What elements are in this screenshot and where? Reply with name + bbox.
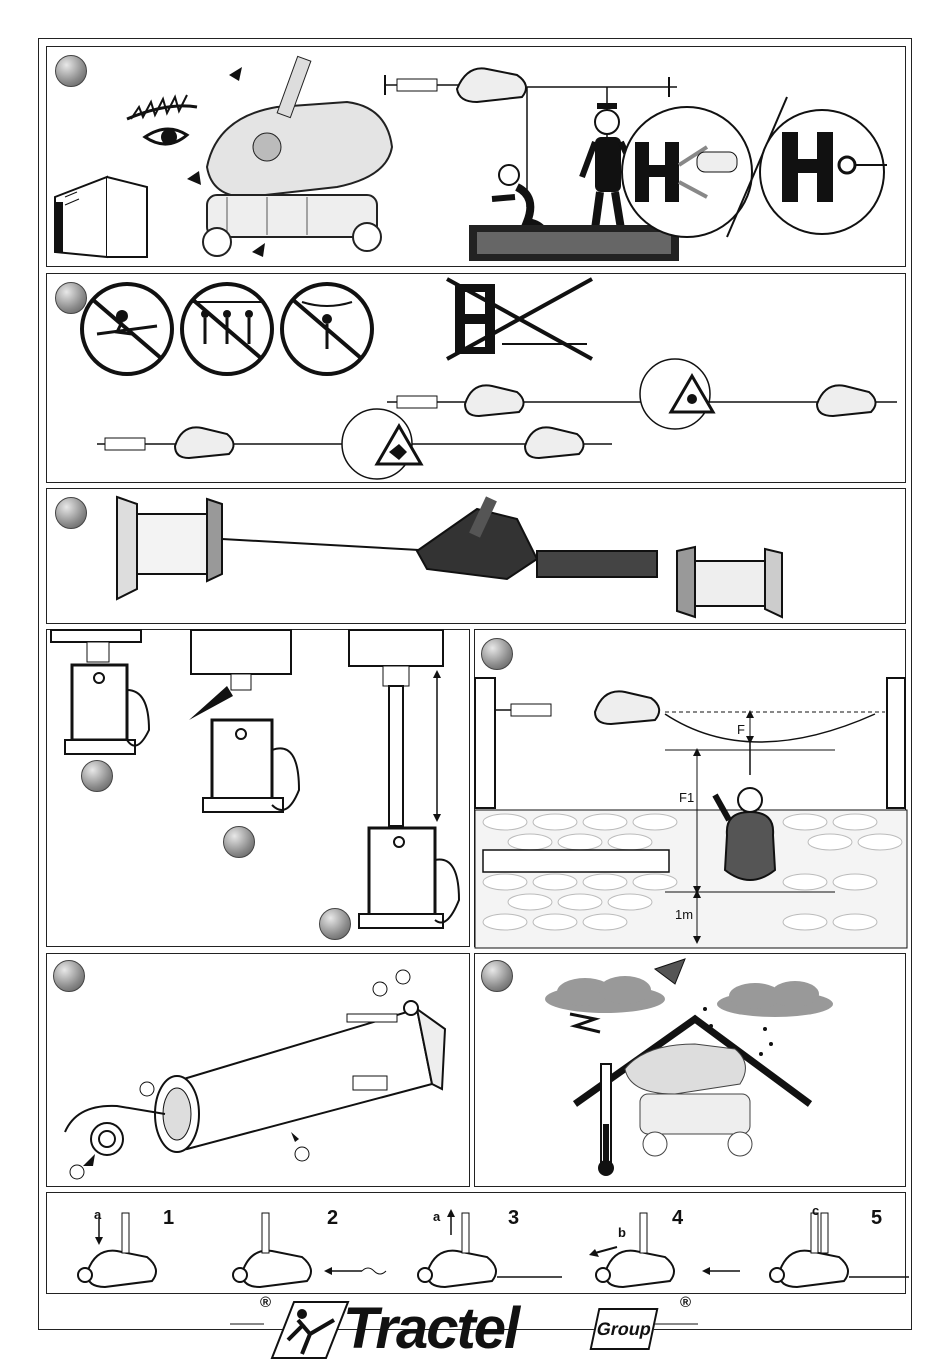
- eye-icon: [127, 95, 197, 145]
- step-sub-label: a: [94, 1207, 101, 1222]
- illustration-prohibitions: [47, 274, 907, 484]
- step-number: 1: [163, 1207, 174, 1230]
- cloud-icon: [717, 981, 833, 1017]
- step-sub-label: a: [433, 1209, 440, 1224]
- line-lower: [97, 409, 612, 479]
- panel-housing-detail: [46, 953, 470, 1187]
- panel-fall-clearance: F F1 1m: [474, 629, 906, 947]
- book-icon: [55, 177, 147, 257]
- illustration-housing: [47, 954, 471, 1188]
- brand-group-label: Group: [590, 1308, 659, 1350]
- illustration-install: [47, 47, 907, 268]
- panel-storage: [474, 953, 906, 1187]
- no-suspension-icon: [282, 284, 372, 374]
- step-sub-label: b: [618, 1225, 626, 1240]
- illustration-anchor-pins: [47, 630, 471, 948]
- cloud-icon: [545, 976, 665, 1013]
- hoist-illustration: [187, 56, 392, 257]
- registered-mark-right: ®: [680, 1294, 691, 1311]
- registered-mark-left: ®: [260, 1294, 271, 1311]
- fall-f-label: F: [737, 722, 745, 737]
- fall-f1-label: F1: [679, 790, 694, 805]
- step-number: 2: [327, 1207, 338, 1230]
- lightning-icon: [570, 1014, 600, 1032]
- step-sub-label: c: [812, 1203, 819, 1218]
- brand-logo: Tractel Group ® ®: [258, 1296, 698, 1364]
- panel-manual-install: [46, 46, 906, 267]
- anchor-detail-circle-2: [760, 110, 887, 234]
- illustration-tension-line: [47, 489, 907, 625]
- anchor-detail-circle: [622, 107, 752, 237]
- panel-operating-steps: 1 a 2 3 a 4 b 5 c: [46, 1192, 906, 1294]
- panel-anchor-attachments: [46, 629, 470, 947]
- illustration-fall-clearance: [475, 630, 907, 948]
- figure-number-ball: [319, 908, 351, 940]
- figure-number-ball: [81, 760, 113, 792]
- illustration-storage: [475, 954, 907, 1188]
- step-number: 3: [508, 1207, 519, 1230]
- no-multiple-persons-icon: [182, 284, 272, 374]
- no-beam-anchor-icon: [447, 279, 592, 359]
- step-number: 5: [871, 1207, 882, 1230]
- watering-can-icon: [655, 959, 685, 984]
- panel-straight-tension: [46, 488, 906, 624]
- clearance-label: 1m: [675, 907, 693, 922]
- panel-prohibitions: [46, 273, 906, 483]
- step-number: 4: [672, 1207, 683, 1230]
- line-upper: [387, 359, 897, 429]
- brand-name: Tractel: [343, 1296, 518, 1362]
- figure-number-ball: [223, 826, 255, 858]
- no-sliding-icon: [82, 284, 172, 374]
- illustration-steps: [47, 1193, 907, 1295]
